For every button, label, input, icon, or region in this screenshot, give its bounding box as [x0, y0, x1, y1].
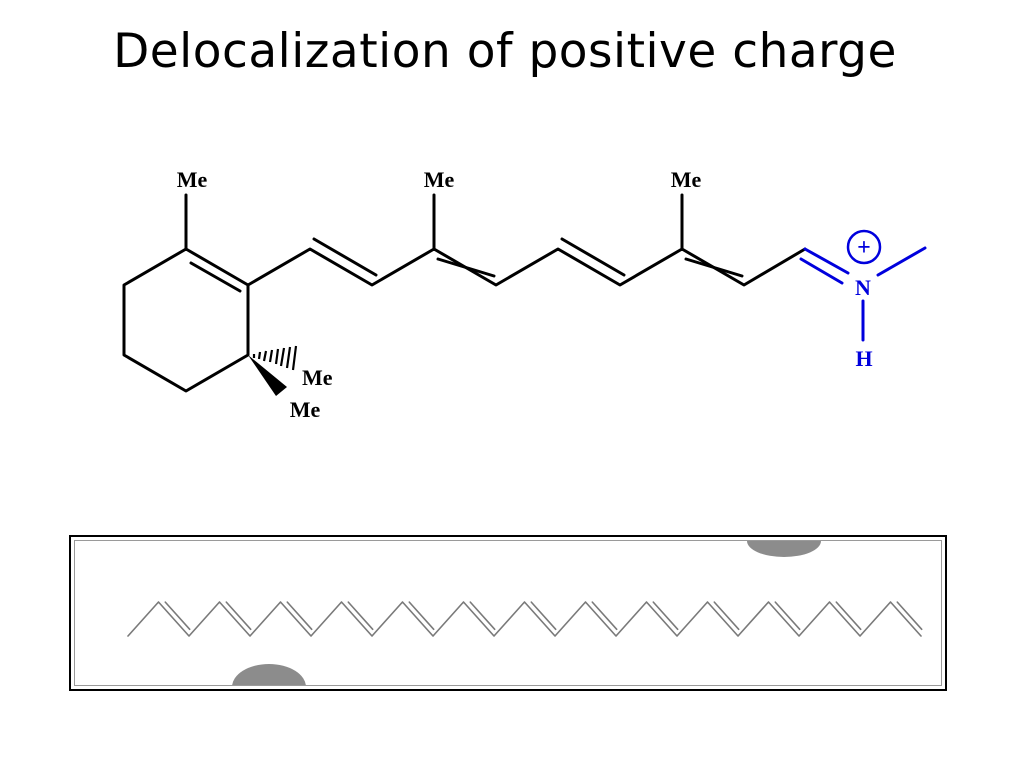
positive-charge-circle: [846, 229, 882, 265]
hashed-bond: [252, 345, 298, 371]
polyene-double-bond: [713, 601, 740, 631]
polyene-double-bond: [286, 601, 313, 631]
charge-sign: +: [857, 235, 871, 261]
n-methyl-bond: [876, 246, 927, 277]
hydrogen-label: H: [855, 346, 872, 371]
double-bond-2: [436, 257, 496, 278]
double-bond-3: [560, 237, 626, 277]
polyene-chain-bonds: [127, 601, 923, 637]
ring-skeleton: [122, 247, 250, 393]
polyene-double-bond: [408, 601, 435, 631]
polyene-double-bond: [652, 601, 679, 631]
polyene-double-bond: [347, 601, 374, 631]
polyene-model-frame: [74, 540, 942, 686]
polyene-double-bond: [225, 601, 252, 631]
orbital-lobes: [232, 541, 821, 685]
polyene-double-bond: [591, 601, 618, 631]
polyene-backbone: [127, 601, 922, 637]
chain-methyl-label-2: Me: [671, 167, 702, 192]
ring-methyl-label: Me: [177, 167, 208, 192]
polyene-double-bond: [469, 601, 496, 631]
gem-methyl-hashed-label: Me: [302, 365, 333, 390]
ring-double-bond-inner: [189, 261, 242, 293]
retinal-schiff-base-structure: Me Me Me Me Me N H +: [122, 167, 927, 422]
double-bond-1: [312, 237, 378, 277]
polyene-chain-bonds: [246, 247, 807, 287]
polyene-double-bond: [774, 601, 801, 631]
polyene-model-panel: [69, 535, 947, 691]
slide-title: Delocalization of positive charge: [113, 24, 897, 79]
polyene-double-bond: [896, 601, 923, 631]
orbital-lobe-bottom: [232, 664, 306, 685]
chain-methyl-label-1: Me: [424, 167, 455, 192]
polyene-double-bond: [164, 601, 191, 631]
orbital-lobe-top: [747, 541, 821, 557]
polyene-double-bond: [530, 601, 557, 631]
nitrogen-label: N: [855, 275, 871, 300]
wedge-bond: [248, 355, 287, 396]
double-bond-4: [684, 257, 744, 278]
iminium-double-bond-a: [803, 247, 850, 275]
polyene-chain-model: [127, 541, 923, 685]
polyene-double-bond: [835, 601, 862, 631]
gem-methyl-wedge-label: Me: [290, 397, 321, 422]
iminium-double-bond-b: [799, 257, 844, 285]
